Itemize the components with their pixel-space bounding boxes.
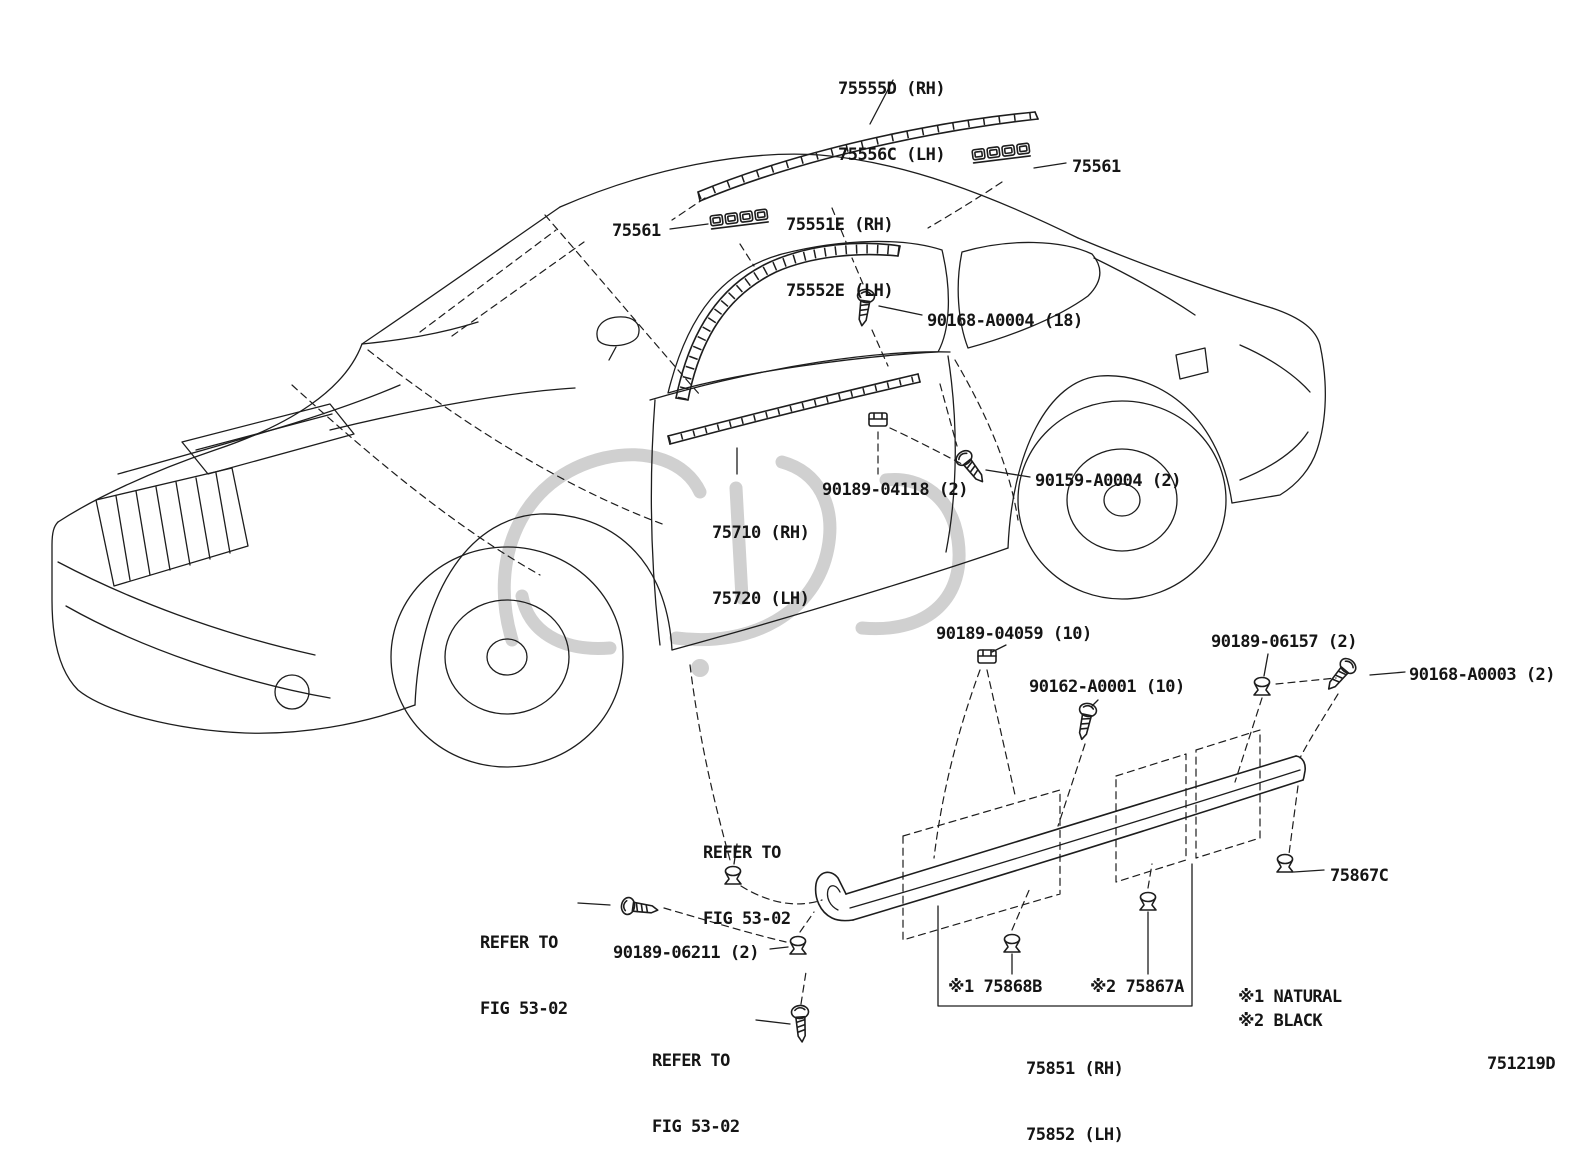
label-screw-rocker-front: 90162-A0001 (10) (1029, 677, 1185, 697)
label-screw-belt: 90159-A0004 (2) (1035, 471, 1182, 491)
label-pad-75868b: ※1 75868B (948, 977, 1042, 997)
diagram-code: 751219D (1487, 1054, 1556, 1074)
clip-icon-90189-06157 (1253, 676, 1271, 696)
label-pad-75867c: 75867C (1330, 866, 1389, 886)
label-line: FIG 53-02 (703, 909, 791, 929)
screw-icon-refer-left (619, 895, 660, 920)
label-screw-roof: 90168-A0004 (18) (927, 311, 1083, 331)
label-clip-rocker-rear: 90189-06157 (2) (1211, 632, 1358, 652)
parts-diagram-page: 75555D (RH) 75556C (LH) 75561 75551E (RH… (51, 34, 1556, 1145)
label-line: 75552E (LH) (786, 281, 894, 301)
label-line: 75551E (RH) (786, 215, 894, 235)
window-frame-moulding-drawing (675, 242, 901, 401)
label-line: 75720 (LH) (712, 589, 810, 609)
label-retainer-right: 75561 (1072, 157, 1121, 177)
car-body-drawing (51, 153, 1326, 768)
label-refer-bottom: REFER TO FIG 53-02 (652, 1006, 740, 1160)
rocker-moulding-drawing (814, 755, 1306, 922)
clip-icon-90189-04118 (868, 412, 888, 427)
label-line: REFER TO (652, 1051, 730, 1071)
label-rocker-moulding: 75851 (RH) 75852 (LH) (1026, 1014, 1124, 1168)
label-line: 75851 (RH) (1026, 1059, 1124, 1079)
clip-icon-75868b (1003, 933, 1021, 953)
label-retainer-left: 75561 (612, 221, 661, 241)
car-line-art (51, 79, 1406, 1044)
screw-icon-90168-a0003 (1321, 654, 1360, 696)
screw-icon-90162-a0001 (1072, 701, 1099, 742)
legend-note-natural: ※1 NATURAL (1238, 987, 1342, 1007)
clip-icon-75867c (1276, 853, 1294, 873)
label-line: 75555D (RH) (838, 79, 946, 99)
label-pad-75867a: ※2 75867A (1090, 977, 1184, 997)
label-refer-left: REFER TO FIG 53-02 (480, 888, 568, 1042)
label-clip-rocker-front: 90189-04059 (10) (936, 624, 1092, 644)
leader-lines (577, 79, 1406, 1025)
hidden-position-boxes (902, 729, 1261, 941)
retainer-icon-75561-right (971, 142, 1031, 164)
label-line: 75852 (LH) (1026, 1125, 1124, 1145)
label-line: REFER TO (703, 843, 781, 863)
construction-lines (291, 214, 1019, 861)
label-belt-moulding: 75710 (RH) 75720 (LH) (712, 478, 810, 632)
clip-icon-75867a (1139, 891, 1157, 911)
clip-icon-90189-06211 (789, 935, 807, 955)
label-screw-rocker-rear: 90168-A0003 (2) (1409, 665, 1556, 685)
watermark-logo (497, 448, 966, 677)
roof-drip-moulding-drawing (697, 111, 1039, 202)
screw-icon-refer-bottom (790, 1004, 812, 1044)
retainer-icon-75561-left (709, 208, 769, 230)
label-line: REFER TO (480, 933, 558, 953)
label-line: 75556C (LH) (838, 145, 946, 165)
label-roof-drip-moulding: 75555D (RH) 75556C (LH) (838, 34, 946, 188)
label-refer-top: REFER TO FIG 53-02 (703, 798, 791, 952)
label-line: FIG 53-02 (480, 999, 568, 1019)
label-line: 75710 (RH) (712, 523, 810, 543)
label-window-frame-moulding: 75551E (RH) 75552E (LH) (786, 170, 894, 324)
legend-note-black: ※2 BLACK (1238, 1011, 1323, 1031)
label-clip-belt: 90189-04118 (2) (822, 480, 969, 500)
belt-moulding-drawing (667, 373, 921, 445)
label-line: FIG 53-02 (652, 1117, 740, 1137)
label-clip-06211: 90189-06211 (2) (613, 943, 760, 963)
